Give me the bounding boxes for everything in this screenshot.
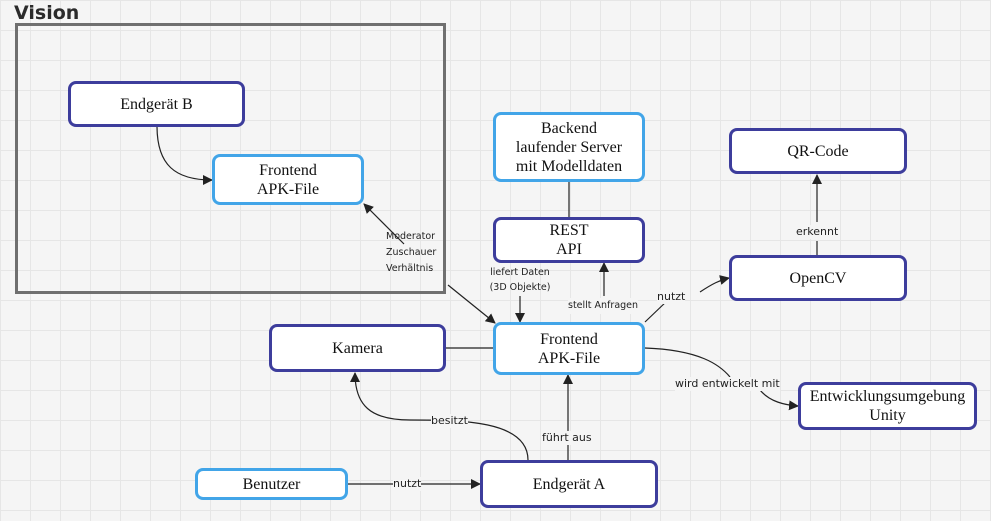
diagram-title: Vision bbox=[14, 2, 80, 24]
edge-label-moderator: Moderator Zuschauer Verhältnis bbox=[386, 231, 437, 274]
edge-label-wird-entwickelt: wird entwickelt mit bbox=[675, 377, 780, 391]
edge-wird-entwickelt bbox=[644, 347, 731, 378]
edge-nutzt-opencv-b bbox=[699, 275, 730, 293]
edge-label-erkennt: erkennt bbox=[796, 225, 839, 239]
edge-moderator-to-vision-frontend bbox=[363, 203, 405, 245]
edge-wird-entwickelt-b bbox=[759, 389, 799, 411]
edge-label-stellt: stellt Anfragen bbox=[568, 298, 639, 314]
edge-label-nutzt-benutzer: nutzt bbox=[393, 477, 422, 491]
node-benutzer[interactable]: Benutzer bbox=[195, 468, 348, 500]
node-frontend-main[interactable]: Frontend APK-File bbox=[493, 322, 645, 375]
node-endgeraet-b[interactable]: Endgerät B bbox=[68, 81, 245, 127]
node-rest-api[interactable]: REST API bbox=[493, 217, 645, 263]
node-backend[interactable]: Backend laufender Server mit Modelldaten bbox=[493, 112, 645, 182]
vision-frame[interactable] bbox=[15, 23, 446, 294]
node-qr-code[interactable]: QR-Code bbox=[729, 128, 907, 174]
node-entwicklungsumgebung[interactable]: Entwicklungsumgebung Unity bbox=[798, 382, 977, 430]
edge-label-besitzt: besitzt bbox=[431, 414, 468, 428]
node-kamera[interactable]: Kamera bbox=[269, 324, 446, 372]
node-endgeraet-a[interactable]: Endgerät A bbox=[480, 460, 658, 508]
edge-moderator-to-main-frontend bbox=[447, 284, 496, 324]
edge-label-fuehrt-aus: führt aus bbox=[542, 431, 592, 445]
edge-label-nutzt-opencv: nutzt bbox=[657, 290, 686, 304]
node-opencv[interactable]: OpenCV bbox=[729, 255, 907, 301]
node-frontend-vision[interactable]: Frontend APK-File bbox=[212, 154, 364, 205]
edge-besitzt bbox=[350, 372, 529, 461]
edge-label-liefert: liefert Daten (3D Objekte) bbox=[489, 267, 551, 293]
edge-endgeraetb-frontend bbox=[156, 125, 213, 185]
